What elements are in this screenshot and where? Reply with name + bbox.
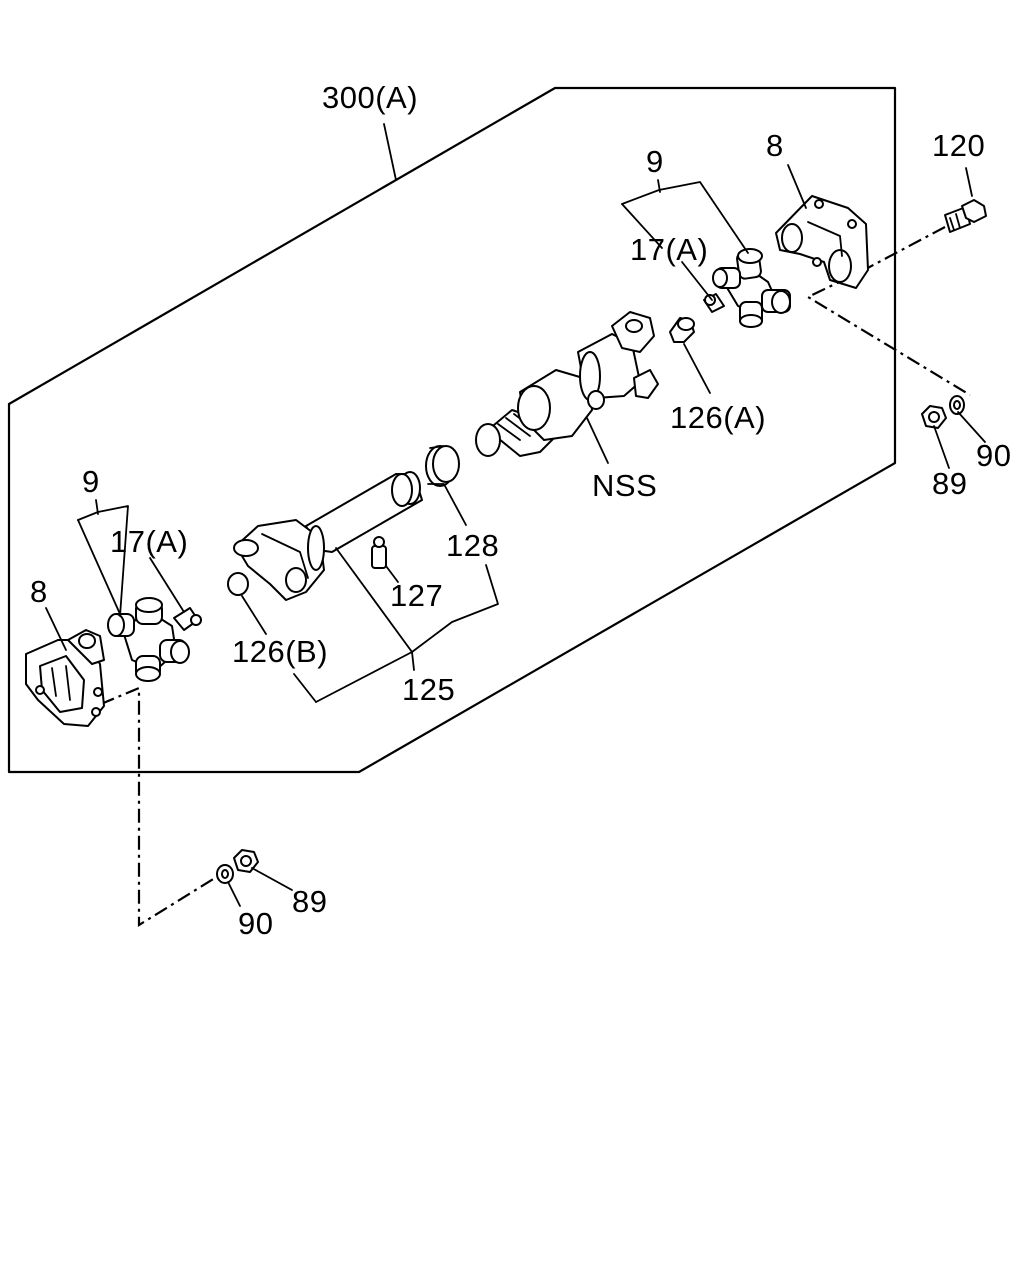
assembly-boundary	[7, 86, 897, 774]
label-nut-right: 89	[932, 466, 967, 501]
leader-17a-left	[149, 557, 185, 613]
leader-89-left	[251, 867, 293, 891]
plug-left	[227, 572, 249, 596]
leader-17a-right	[681, 261, 713, 301]
label-nut-left: 89	[292, 884, 327, 919]
label-bolt: 120	[932, 128, 985, 163]
grease-nipple-left	[173, 607, 202, 631]
label-nss: NSS	[592, 468, 657, 503]
label-plug-a: 126(A)	[670, 400, 766, 435]
leader-128	[444, 485, 467, 526]
label-grease-nipple-right: 17(A)	[630, 232, 708, 267]
washer-left	[216, 864, 234, 884]
seal-ring	[425, 445, 460, 487]
slip-yoke-nss	[475, 311, 659, 457]
leader-9-left	[95, 499, 99, 515]
leader-90-right	[957, 411, 986, 443]
leader-120	[965, 167, 973, 197]
nut-left	[233, 849, 259, 873]
flange-yoke-left	[25, 629, 105, 727]
bracket-9-left-leg	[77, 519, 121, 615]
grease-nipple-shaft	[371, 536, 387, 569]
label-washer-right: 90	[976, 438, 1011, 473]
leader-127	[385, 565, 399, 583]
label-joint-kit-right: 9	[646, 144, 664, 179]
leader-126b	[241, 595, 267, 635]
label-joint-kit-left: 9	[82, 464, 100, 499]
bracket-9-right-left-leg	[621, 203, 663, 249]
propeller-shaft-tube	[233, 471, 423, 601]
leader-90-left	[227, 881, 241, 907]
label-flange-left: 8	[30, 574, 48, 609]
bracket-127-128	[451, 564, 499, 623]
centerline-left	[100, 686, 216, 927]
universal-joint-right	[712, 248, 791, 328]
label-assembly: 300(A)	[322, 80, 418, 115]
label-washer-left: 90	[238, 906, 273, 941]
label-seal: 128	[446, 528, 499, 563]
universal-joint-left	[107, 597, 190, 682]
leader-300a	[383, 123, 397, 181]
bracket-9-right	[621, 181, 749, 254]
leader-125-tick	[411, 651, 415, 671]
leader-125	[335, 547, 413, 653]
label-nipple: 127	[390, 578, 443, 613]
nut-right	[921, 405, 947, 429]
leader-126a	[683, 343, 711, 394]
label-shaft: 125	[402, 672, 455, 707]
washer-right	[949, 395, 965, 415]
leader-8-right	[787, 164, 807, 209]
centerline-right	[805, 226, 971, 396]
grease-nipple-right	[703, 293, 725, 313]
label-plug-b: 126(B)	[232, 634, 328, 669]
leader-9-right	[657, 179, 661, 193]
leader-8-left	[45, 607, 67, 651]
flange-yoke-right	[775, 195, 869, 289]
leader-89-right	[933, 425, 950, 469]
plug-right	[669, 317, 695, 343]
bracket-125-left-leg	[293, 673, 317, 703]
label-grease-nipple-left: 17(A)	[110, 524, 188, 559]
bolt-right	[944, 199, 987, 233]
leader-nss	[586, 417, 609, 464]
label-flange-right: 8	[766, 128, 784, 163]
bracket-9-left	[77, 505, 129, 617]
